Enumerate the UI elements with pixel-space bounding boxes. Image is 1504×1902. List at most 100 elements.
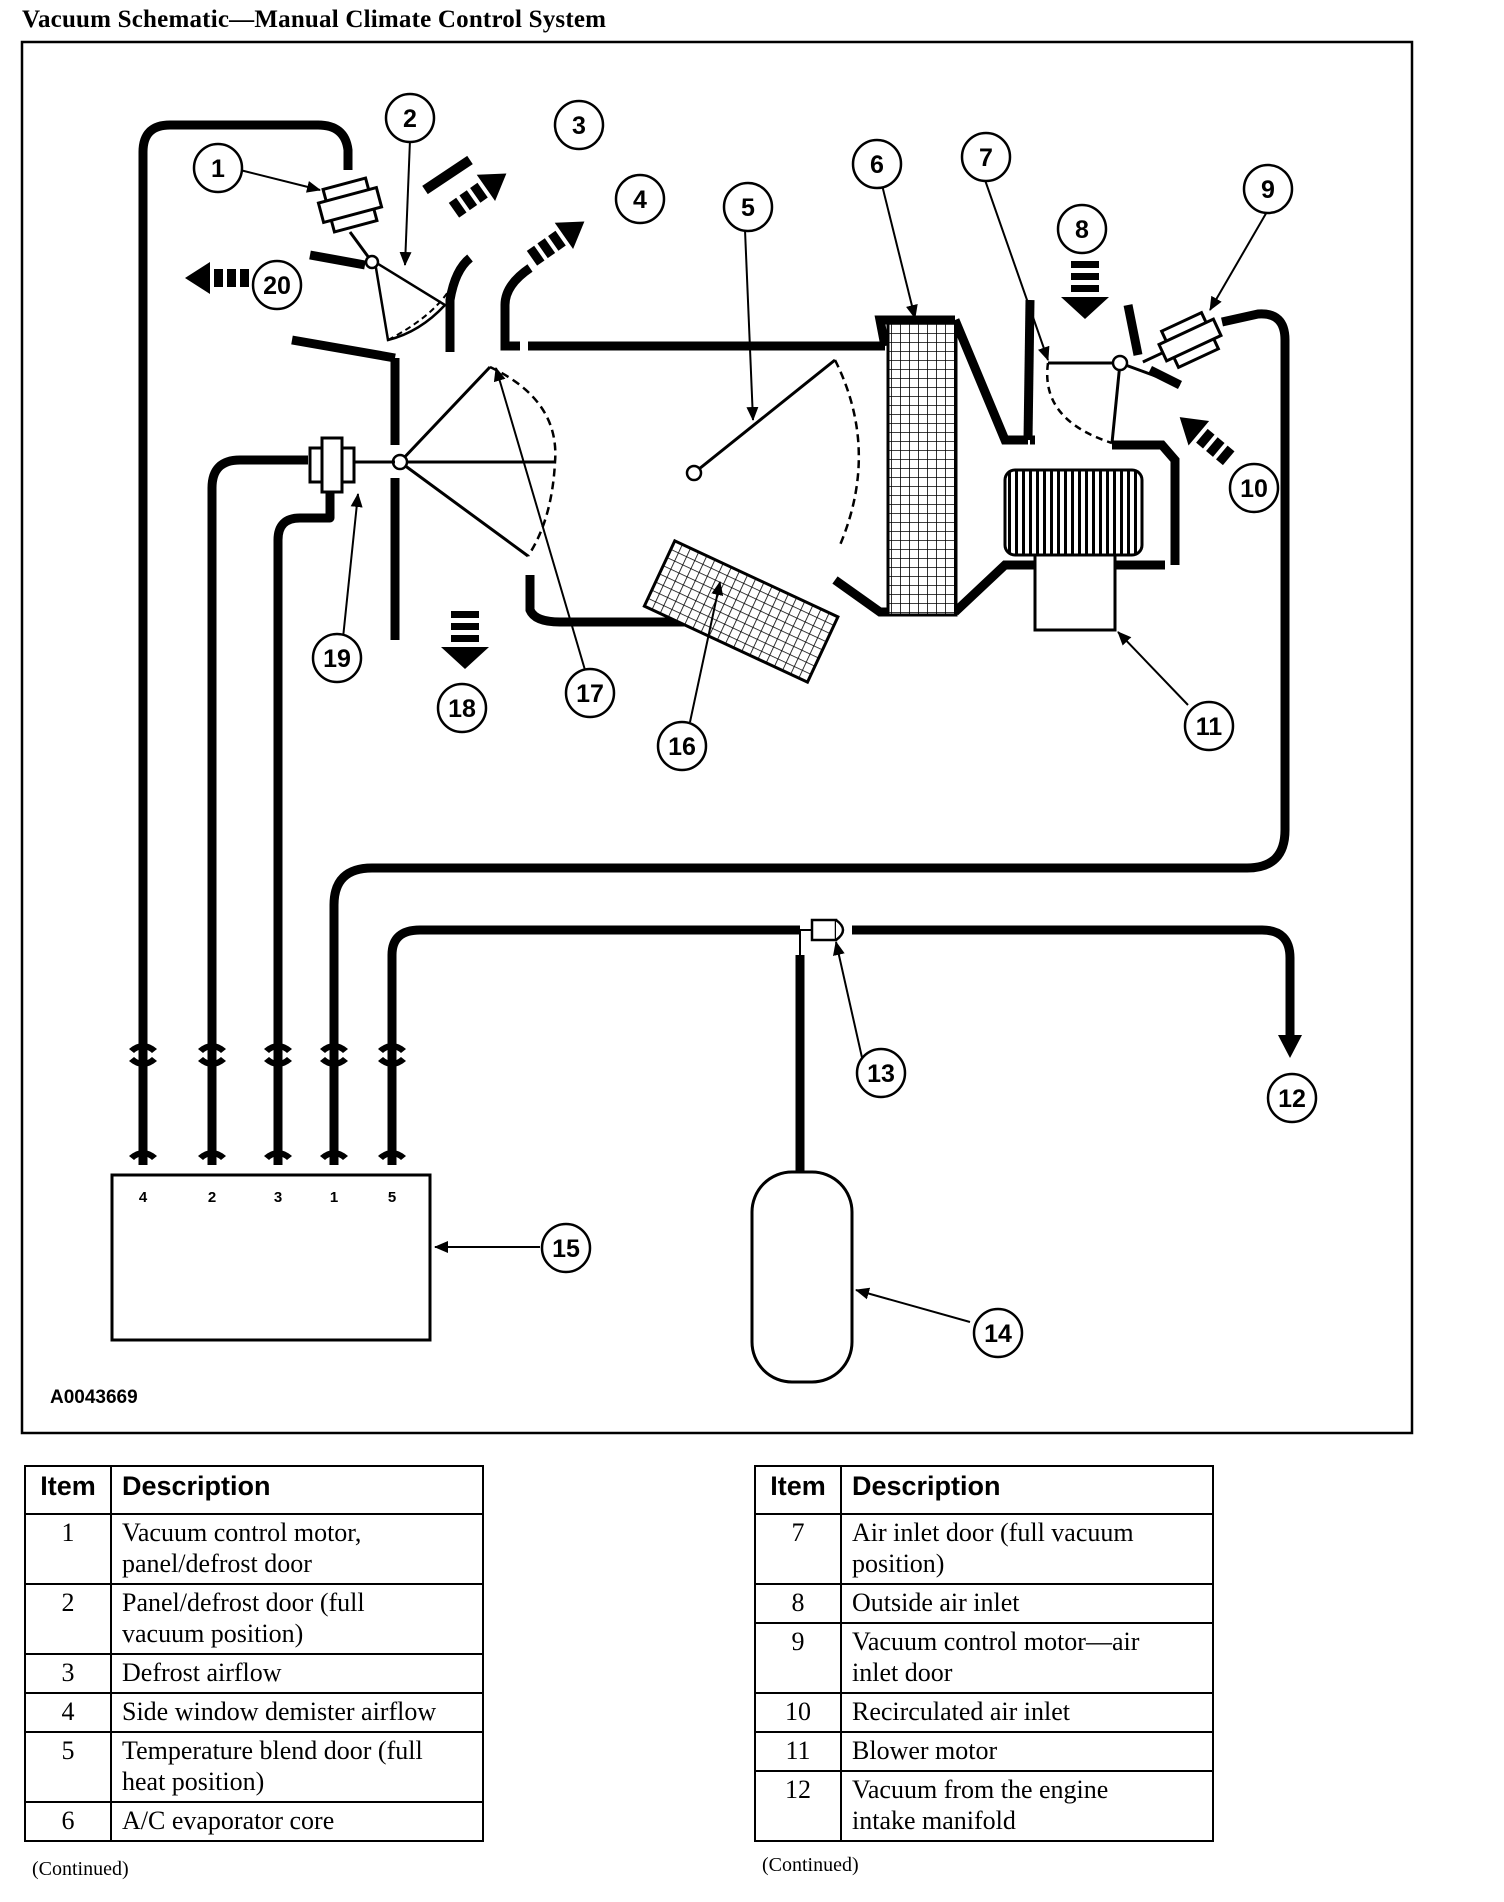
callout-label: 4: [633, 186, 647, 214]
callout-3: 3: [553, 99, 605, 151]
description-line: Side window demister airflow: [122, 1697, 437, 1726]
vacuum-reservoir: [750, 1170, 854, 1384]
callout-label: 5: [741, 194, 755, 222]
callout-1: 1: [192, 142, 244, 194]
port-label: 5: [388, 1189, 396, 1206]
callouts: 1 2 3 4 5 6 7 8 9 10 11 12 13 14 15 16 1…: [192, 92, 1318, 1359]
hose-port-1: [329, 309, 1290, 1165]
item-number: 5: [24, 1731, 112, 1803]
heater-core: [642, 538, 840, 685]
port-label: 4: [139, 1189, 148, 1206]
item-number: 6: [24, 1801, 112, 1842]
description-line: Air inlet door (full vacuum: [852, 1518, 1134, 1547]
check-valve: [810, 918, 845, 942]
description-line: Recirculated air inlet: [852, 1697, 1071, 1726]
callout-8: 8: [1056, 203, 1108, 255]
outside-air-arrow: [1061, 261, 1109, 319]
callout-18: 18: [436, 682, 488, 734]
table-row: 8 Outside air inlet: [754, 1583, 1214, 1624]
table-row: 11 Blower motor: [754, 1731, 1214, 1772]
description-line: Temperature blend door (full: [122, 1736, 423, 1765]
item-description: Side window demister airflow: [110, 1692, 484, 1733]
callout-label: 14: [984, 1320, 1012, 1348]
callout-6: 6: [851, 138, 903, 190]
item-description: Recirculated air inlet: [840, 1692, 1214, 1733]
description-line: Blower motor: [852, 1736, 998, 1765]
callout-label: 13: [867, 1060, 895, 1088]
callout-label: 11: [1196, 713, 1223, 741]
vacuum-control-switch: [110, 1173, 432, 1342]
callout-7: 7: [960, 131, 1012, 183]
hvac-housing: [291, 254, 1183, 640]
item-number: 12: [754, 1770, 842, 1842]
callout-label: 17: [576, 680, 604, 708]
table-row: 6 A/C evaporator core: [24, 1801, 484, 1842]
blower-motor: [1003, 468, 1144, 632]
description-line: panel/defrost door: [122, 1549, 312, 1578]
item-number: 1: [24, 1513, 112, 1585]
item-number: 8: [754, 1583, 842, 1624]
description-line: A/C evaporator core: [122, 1806, 335, 1835]
callout-label: 3: [572, 112, 586, 140]
callout-13: 13: [855, 1047, 907, 1099]
hose-manifold: [852, 925, 1295, 1040]
callout-label: 7: [979, 144, 993, 172]
hose-port-5: [387, 925, 800, 1165]
callout-2: 2: [384, 92, 436, 144]
callout-10: 10: [1228, 462, 1280, 514]
item-number: 9: [754, 1622, 842, 1694]
item-number: 4: [24, 1692, 112, 1733]
item-description: Defrost airflow: [110, 1653, 484, 1694]
callout-label: 6: [870, 151, 884, 179]
table-row: 10 Recirculated air inlet: [754, 1692, 1214, 1733]
floor-airflow-arrow: [441, 611, 489, 669]
hose-couplers: [129, 1043, 406, 1160]
callout-label: 15: [552, 1235, 580, 1263]
description-line: intake manifold: [852, 1806, 1016, 1835]
description-line: vacuum position): [122, 1619, 304, 1648]
port-label: 3: [274, 1189, 282, 1206]
ac-evaporator-core: [886, 321, 958, 617]
description-line: Outside air inlet: [852, 1588, 1020, 1617]
leader-lines: [239, 139, 1269, 1323]
callout-label: 8: [1075, 216, 1089, 244]
description-line: inlet door: [852, 1658, 953, 1687]
port-labels: 4 2 3 1 5: [139, 1189, 396, 1206]
table-row: 3 Defrost airflow: [24, 1653, 484, 1694]
legend-table-right: Item Description 7 Air inlet door (full …: [754, 1465, 1214, 1842]
callout-label: 19: [323, 645, 351, 673]
panel-defrost-door: [348, 231, 449, 342]
item-header: Item: [24, 1465, 112, 1515]
continued-note-left: (Continued): [32, 1858, 129, 1880]
callout-label: 16: [668, 733, 696, 761]
temperature-blend-door: [685, 358, 861, 546]
callout-label: 12: [1278, 1085, 1306, 1113]
description-line: Panel/defrost door (full: [122, 1588, 365, 1617]
page-title: Vacuum Schematic—Manual Climate Control …: [22, 6, 607, 33]
port-label: 2: [208, 1189, 216, 1206]
callout-14: 14: [972, 1307, 1024, 1359]
continued-note-right: (Continued): [762, 1854, 859, 1876]
diagram-frame: [20, 40, 1414, 1435]
mode-door: [391, 365, 557, 558]
panel-airflow-arrow: [185, 262, 249, 294]
callout-label: 20: [263, 272, 291, 300]
vacuum-schematic-diagram: 1 2 3 4 5 6 7 8 9 10 11 12 13 14 15 16 1…: [20, 40, 1414, 1435]
item-number: 11: [754, 1731, 842, 1772]
description-line: Defrost airflow: [122, 1658, 282, 1687]
description-header: Description: [110, 1465, 484, 1515]
callout-label: 18: [448, 695, 476, 723]
description-line: Vacuum control motor—air: [852, 1627, 1140, 1656]
demister-airflow-arrow: [526, 221, 585, 266]
description-line: heat position): [122, 1767, 265, 1796]
port-label: 1: [330, 1189, 338, 1206]
callout-12: 12: [1266, 1072, 1318, 1124]
callout-label: 1: [211, 155, 225, 183]
callout-16: 16: [656, 720, 708, 772]
description-line: Vacuum control motor,: [122, 1518, 362, 1547]
item-number: 3: [24, 1653, 112, 1694]
